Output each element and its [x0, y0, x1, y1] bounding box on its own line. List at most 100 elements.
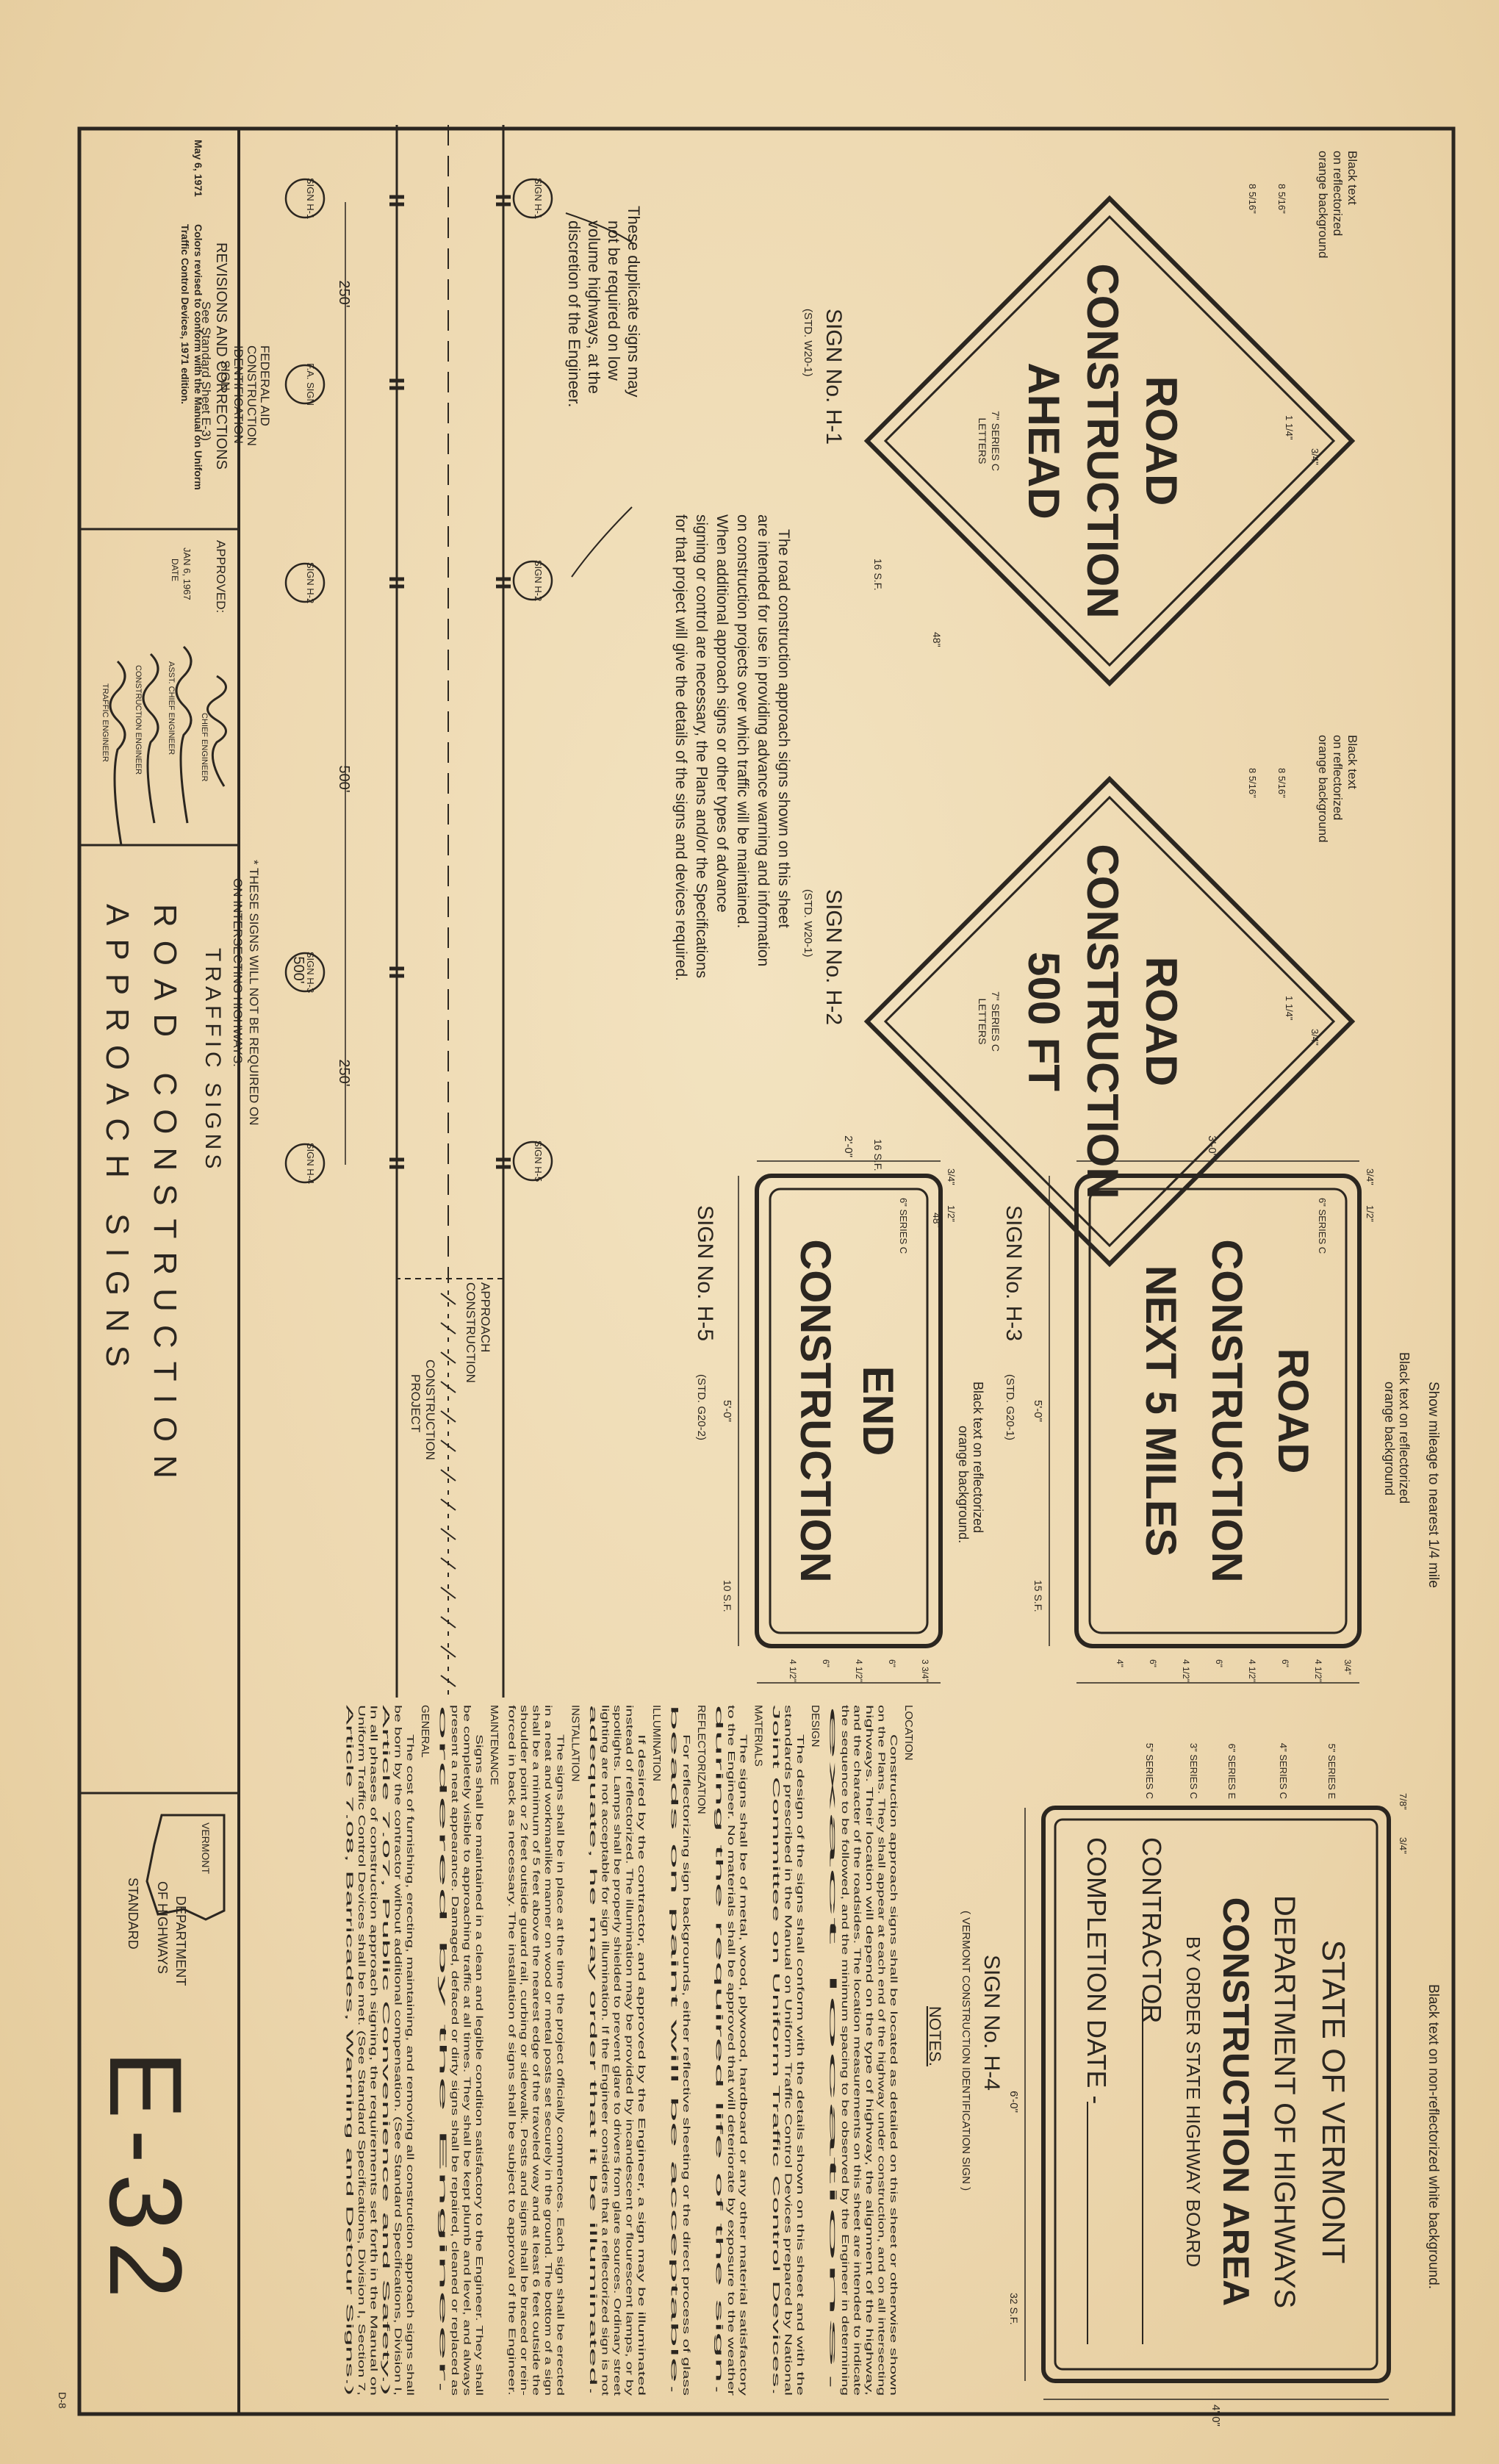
description-line-5: signing or control are necessary, the Pl… [693, 514, 710, 978]
notes-heading: DESIGN [809, 1705, 822, 1748]
notes-heading: GENERAL [419, 1705, 431, 1758]
sign-h2-dim-c: 1 1/4" [1284, 996, 1295, 1021]
sign-h1: ROAD CONSTRUCTION AHEAD 7" SERIES C LETT… [802, 151, 1359, 687]
sign-h2-color-2: on reflectorized [1331, 735, 1345, 820]
sign-h1-label: SIGN No. H-1 [822, 309, 846, 445]
layout-top-sign-h5 [512, 1141, 553, 1182]
layout-bottom-sign-h3 [284, 952, 326, 993]
sign-h1-color-1: Black text [1345, 151, 1359, 205]
sign-h5-width: 5'-0" [721, 1400, 733, 1422]
sign-h5-line-1: END [854, 1366, 902, 1456]
sign-h3-mileage-note: Show mileage to nearest 1/4 mile [1426, 1382, 1441, 1588]
approach-label-2: CONSTRUCTION [464, 1282, 478, 1383]
sign-h3-dim-r5: 6" [1214, 1659, 1224, 1667]
sign-h1-color-2: on reflectorized [1331, 151, 1345, 236]
sign-h5-std: (STD. G20-2) [695, 1374, 708, 1440]
sheet-number: E-32 [88, 2050, 204, 2309]
notes-line: standards prescribed in the Manual on Un… [783, 1705, 794, 2396]
sign-h3-color-1: Black text on reflectorized [1397, 1352, 1412, 1504]
sign-h2-letters-1: 7" SERIES C [990, 991, 1002, 1052]
sign-h1-color-3: orange background [1316, 151, 1330, 259]
sign-h4-dim-a: 7/8" [1398, 1793, 1409, 1810]
layout-bottom-sign-h3-label: SIGN H-3 [305, 952, 316, 993]
sign-h1-area: 16 S.F. [872, 558, 884, 591]
sign-h4-series-4: 3" SERIES C [1188, 1743, 1199, 1799]
sheet-border [77, 126, 1456, 2416]
notes-line: adequate, he may order that it be illumi… [588, 1705, 598, 2396]
notes-line: In all phases of construction approach s… [369, 1705, 379, 2396]
notes-line: Joint Committee on Uniform Traffic Contr… [771, 1705, 781, 2396]
revision-text-1: Colors revised to conform with the Manua… [193, 224, 204, 490]
layout-bottom-sign-h4 [284, 1143, 326, 1184]
dept-1: DEPARTMENT [173, 1896, 188, 1986]
notes-title: NOTES. [926, 2006, 944, 2066]
sign-h3-dim-top-b: 1/2" [1365, 1205, 1376, 1222]
notes-line: highways. Their location will depend on … [864, 1705, 874, 2396]
notes-line: The signs shall be of metal, wood, plywo… [738, 1734, 749, 2396]
sign-h3-dim-r1: 3/4" [1342, 1659, 1353, 1675]
sign-h4-line-2: DEPARTMENT OF HIGHWAYS [1268, 1895, 1301, 2308]
sign-h2-color-1: Black text [1345, 735, 1359, 789]
notes-line: For reflectorizing sign backgrounds, eit… [681, 1734, 691, 2396]
notes-heading: INSTALLATION [569, 1705, 582, 1781]
project-label-1: CONSTRUCTION [423, 1359, 437, 1460]
sign-h5-label: SIGN No. H-5 [693, 1205, 717, 1341]
sign-h2-label: SIGN No. H-2 [822, 889, 846, 1025]
sign-h3-dim-r6: 4 1/2" [1181, 1659, 1191, 1682]
title-main-1: ROAD CONSTRUCTION [147, 904, 183, 1492]
sign-h4-dim-b: 3/4" [1398, 1837, 1409, 1854]
sign-h3-color-2: orange background [1382, 1382, 1397, 1495]
signature-1 [206, 675, 227, 787]
sign-h4-outline [1041, 1806, 1391, 2383]
sign-h1-letters-1: 7" SERIES C [990, 411, 1002, 471]
sign-layout-diagram: These duplicate signs may not be require… [199, 125, 643, 1698]
sign-h3-dim-r2: 4 1/2" [1313, 1659, 1323, 1682]
notes-line: to the Engineer. No materials shall be a… [726, 1705, 736, 2396]
sign-h4-area: 32 S.F. [1008, 2293, 1020, 2325]
layout-bottom-sign-fa-label: F.A. SIGN [305, 363, 316, 406]
sign-h3-dim-r4: 4 1/2" [1247, 1659, 1257, 1682]
notes-line: exact locations. [828, 1705, 838, 2396]
sign-h3-dim-r3: 6" [1280, 1659, 1290, 1667]
sign-h3-outline [1074, 1174, 1362, 1648]
revision-text-2: Traffic Control Devices, 1971 edition. [179, 224, 191, 404]
sign-h5-series: 6" SERIES C [898, 1198, 909, 1254]
notes-line: Construction approach signs shall be loc… [888, 1734, 899, 2396]
sign-h5-dim-r2: 6" [887, 1659, 897, 1667]
sign-h2-letters-2: LETTERS [977, 998, 988, 1044]
notes-heading: REFLECTORIZATION [695, 1705, 708, 1814]
sign-h1-size: 48" [931, 632, 943, 647]
sign-h4-sub: ( VERMONT CONSTRUCTION IDENTIFICATION SI… [960, 1911, 972, 2191]
notes-line: Article 7.08, Barricades, Warning and De… [345, 1705, 355, 2396]
sig-role-2: ASST. CHIEF ENGINEER [167, 661, 176, 755]
sign-h1-dim-d: 3/4" [1309, 448, 1320, 465]
notes-line: forced in back as necessary. The install… [507, 1705, 517, 2396]
sign-h4-width: 6'-0" [1007, 2091, 1020, 2113]
corner-mark: D-8 [57, 2392, 68, 2409]
description-line-6: for that project will give the details o… [672, 514, 689, 981]
description-line-2: are intended for use in providing advanc… [755, 514, 772, 966]
distance-1: 250' [336, 280, 352, 307]
sign-h4-line-6: COMPLETION DATE - [1082, 1837, 1112, 2104]
notes-line: The signs shall be in place at the time … [556, 1734, 566, 2396]
sign-h3-area: 15 S.F. [1032, 1580, 1044, 1612]
sign-h1-outline [863, 195, 1356, 687]
sign-h2: ROAD CONSTRUCTION 500 FT 7" SERIES C LET… [802, 735, 1359, 1268]
sign-h3-dim-r7: 6" [1148, 1659, 1158, 1667]
sign-h1-letters-2: LETTERS [977, 417, 988, 464]
sign-h1-dim-a: 8 5/16" [1276, 184, 1287, 214]
distance-3: 500' [290, 956, 306, 983]
sign-h4-series-1: 5" SERIES E [1326, 1744, 1337, 1800]
notes-heading: ILLUMINATION [650, 1705, 663, 1781]
notes-line: shoulder point or 2 feet outside guard r… [519, 1705, 529, 2396]
sign-h3-std: (STD. G20-1) [1004, 1374, 1016, 1440]
sign-h2-dim-a: 8 5/16" [1276, 768, 1287, 798]
fa-ref: See Standard Sheet E-3) [199, 301, 213, 441]
sign-h5-color-1: Black text on reflectorized [971, 1382, 985, 1533]
notes-line: and the character of the roadsides. The … [852, 1705, 863, 2396]
sign-h3-dim-top-a: 3/4" [1365, 1168, 1376, 1185]
sign-h3-series: 6" SERIES C [1317, 1198, 1328, 1254]
sign-h5-dim-r3: 4 1/2" [854, 1659, 864, 1682]
sign-h4-line-3: CONSTRUCTION AREA [1215, 1897, 1257, 2306]
